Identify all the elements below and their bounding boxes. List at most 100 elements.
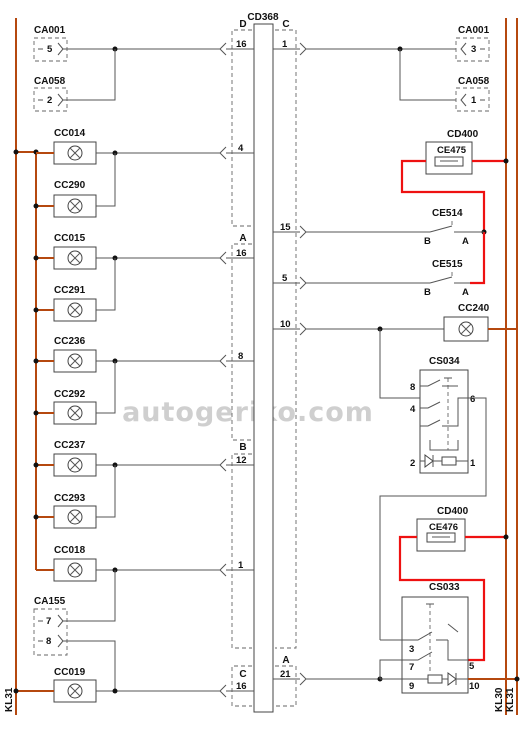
cd368-side-c: C bbox=[282, 19, 289, 30]
lamp-cross bbox=[69, 685, 81, 697]
right-pin-5: 5 bbox=[282, 273, 288, 284]
pin-arrow bbox=[219, 146, 227, 160]
ca001-right-label: CA001 bbox=[458, 25, 490, 36]
lamp-label-cc290: CC290 bbox=[54, 180, 86, 191]
lamp-cross bbox=[69, 459, 81, 471]
group-d bbox=[231, 29, 252, 227]
pin-arrow bbox=[299, 42, 307, 56]
lamp-cross bbox=[69, 407, 81, 419]
cs033-label: CS033 bbox=[429, 582, 460, 593]
group-c bbox=[231, 665, 252, 707]
lamp-cross bbox=[460, 323, 472, 335]
pin-arrow bbox=[57, 42, 64, 56]
wire-cs034-8 bbox=[379, 329, 420, 399]
pin-arrow bbox=[460, 42, 467, 56]
lamp-cross bbox=[69, 252, 81, 264]
pin-arrow bbox=[460, 93, 467, 107]
pin-arrow bbox=[299, 672, 307, 686]
cs034-pin-8: 8 bbox=[410, 382, 415, 393]
lamp-label-cc292: CC292 bbox=[54, 389, 86, 400]
group-a-right-label: A bbox=[282, 655, 289, 666]
cs033-pin-10: 10 bbox=[469, 681, 480, 692]
cs033-pin-3: 3 bbox=[409, 644, 414, 655]
left-pin-16-a: 16 bbox=[236, 248, 247, 259]
pin-arrow bbox=[57, 634, 64, 648]
ce515-a: A bbox=[462, 287, 469, 298]
cs034-pin-2: 2 bbox=[410, 458, 415, 469]
lamp-cross bbox=[69, 564, 81, 576]
cd368-side-d: D bbox=[239, 19, 246, 30]
lamp-cross bbox=[69, 304, 81, 316]
cs033-contacts bbox=[402, 623, 468, 661]
pin-arrow bbox=[219, 563, 227, 577]
switch-ce514-icon bbox=[429, 225, 453, 233]
group-b bbox=[231, 453, 252, 649]
wire-cs034-6 bbox=[379, 397, 487, 640]
kl31-label-right: KL31 bbox=[505, 687, 516, 712]
junction bbox=[33, 514, 39, 520]
cs034-pin-4: 4 bbox=[410, 404, 416, 415]
wire-ca058 bbox=[63, 49, 116, 101]
right-pin-15: 15 bbox=[280, 222, 291, 233]
lamp-label-cc015: CC015 bbox=[54, 233, 86, 244]
ca058-right-label: CA058 bbox=[458, 76, 490, 87]
lamp-cross bbox=[69, 147, 81, 159]
ca001-left-label: CA001 bbox=[34, 25, 66, 36]
ca155-box bbox=[33, 608, 68, 656]
ca001-left-pin: 5 bbox=[47, 44, 53, 55]
ce515-b: B bbox=[424, 287, 431, 298]
left-pin-1: 1 bbox=[238, 560, 244, 571]
junction bbox=[503, 158, 509, 164]
ca155-pin-a: 7 bbox=[46, 616, 51, 627]
group-b-label: B bbox=[239, 442, 246, 453]
wire-cs033-7 bbox=[379, 659, 402, 679]
ce514-a: A bbox=[462, 236, 469, 247]
left-pin-16-bottom: 16 bbox=[236, 681, 247, 692]
ce514-label: CE514 bbox=[432, 208, 463, 219]
cs033-pin-5: 5 bbox=[469, 661, 475, 672]
ce515-label: CE515 bbox=[432, 259, 463, 270]
junction bbox=[33, 203, 39, 209]
lamp-label-cc293: CC293 bbox=[54, 493, 86, 504]
pin-arrow bbox=[219, 42, 227, 56]
pin-arrow bbox=[219, 251, 227, 265]
lamp-label-cc018: CC018 bbox=[54, 545, 86, 556]
wire-cc290 bbox=[96, 153, 116, 207]
lamp-label-cc014: CC014 bbox=[54, 128, 86, 139]
junction bbox=[13, 688, 19, 694]
cs034-pin-1: 1 bbox=[470, 458, 476, 469]
left-pin-12: 12 bbox=[236, 455, 247, 466]
ca058-left-label: CA058 bbox=[34, 76, 66, 87]
cs033-resistor-icon bbox=[427, 674, 443, 684]
ce514-b: B bbox=[424, 236, 431, 247]
cs034-box bbox=[419, 369, 469, 474]
cs034-contact-1 bbox=[420, 379, 458, 387]
red-wire-ce515 bbox=[470, 232, 486, 285]
junction bbox=[33, 255, 39, 261]
lamp-cross bbox=[69, 355, 81, 367]
lamp-label-cc291: CC291 bbox=[54, 285, 86, 296]
cd368-body bbox=[253, 23, 274, 713]
cs033-pin-9: 9 bbox=[409, 681, 414, 692]
junction bbox=[33, 307, 39, 313]
lamp-cross bbox=[69, 511, 81, 523]
group-a-right bbox=[275, 665, 297, 707]
red-wire-ce514 bbox=[400, 159, 486, 232]
ca058-left-pin: 2 bbox=[47, 95, 52, 106]
cd368-label: CD368 bbox=[247, 12, 279, 23]
cs034-link bbox=[429, 440, 459, 451]
group-c-label: C bbox=[239, 669, 246, 680]
lamp-label-cc237: CC237 bbox=[54, 440, 86, 451]
watermark: autogeriko.com bbox=[122, 397, 374, 428]
pin-arrow bbox=[299, 276, 307, 290]
junction bbox=[514, 676, 520, 682]
junction bbox=[33, 462, 39, 468]
wire-right-ca058 bbox=[399, 49, 456, 101]
ca058-right-pin: 1 bbox=[471, 95, 477, 106]
pin-arrow bbox=[299, 322, 307, 336]
group-a-label: A bbox=[239, 233, 246, 244]
ca155-label: CA155 bbox=[34, 596, 66, 607]
cs034-contact-3 bbox=[420, 397, 468, 427]
